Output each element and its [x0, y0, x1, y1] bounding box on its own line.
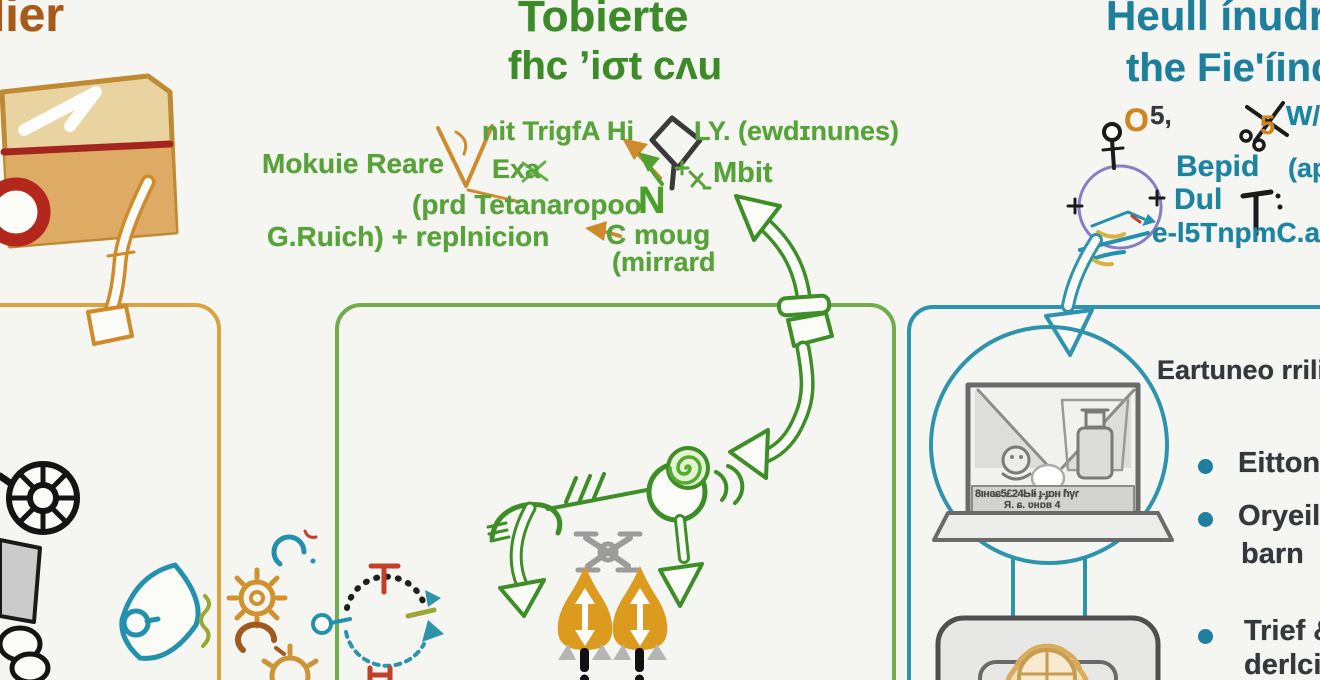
bullet-3-line2: derlcin	[1244, 649, 1320, 680]
annotation-dul: Dul	[1174, 183, 1223, 216]
bulb-left	[557, 566, 613, 680]
annotation-o: O	[1124, 102, 1149, 138]
list-heading: Eartuneo rrili	[1157, 355, 1320, 385]
bullet-dot-2	[1198, 512, 1213, 527]
annotation-prd-tetanaropoo: (prd Tetanaropoo	[412, 189, 642, 220]
black-diamond-icon	[649, 115, 703, 191]
right-title-line2: the Fie'íind	[1126, 46, 1320, 90]
annotation-ly-ewdnunes: LY. (ewdɪnunes)	[694, 116, 899, 146]
drone-icon	[573, 531, 643, 573]
bullet-dot-1	[1198, 459, 1213, 474]
annotation-scissors-5: 5	[1260, 110, 1276, 140]
annotation-mirrard: (mirrard	[612, 247, 716, 277]
stick-figure-icon	[1101, 122, 1125, 170]
bullet-3-line1: Trief &	[1244, 615, 1320, 647]
right-column-box	[907, 305, 1320, 680]
gear-icon-bottom	[261, 643, 319, 680]
annotation-gruich-replnicion: G.Ruich) + replnicion	[267, 221, 550, 252]
annotation-cmoug: C moug	[606, 219, 711, 250]
orange-funnel-icon	[436, 124, 518, 203]
left-panel-title: lier	[0, 0, 65, 42]
green-pipe-arrow	[728, 194, 834, 480]
center-title-line2: fhc ʼiσt cʌu	[508, 44, 723, 88]
up-left-arrow-green	[638, 152, 664, 186]
annotation-mbit: Mbit	[713, 157, 773, 189]
mbit-prefix-glyph	[674, 160, 712, 190]
horseshoe-icon	[235, 621, 286, 656]
annotation-exa: Exa	[492, 154, 541, 184]
laptop-caption-line2: Я. ɕ. ʋʜɒв 4	[1004, 500, 1061, 511]
center-column-box	[335, 303, 896, 680]
annotation-ap: (ap	[1288, 153, 1320, 183]
bulb-right	[612, 566, 668, 680]
green-arm-sketch	[486, 446, 745, 618]
annotation-mokuie: Mokuie Reare	[262, 148, 445, 179]
right-title-line1: Heull ínudro	[1106, 0, 1320, 39]
robot-gear-figure	[0, 461, 80, 680]
annotation-f: 5,	[1150, 100, 1172, 130]
laptop-circle-illustration	[929, 325, 1174, 565]
green-squiggle	[199, 594, 211, 648]
annotation-n: N	[638, 180, 666, 222]
carton-illustration	[0, 73, 179, 249]
left-arrow-orange	[585, 221, 622, 241]
gear-icon-top	[226, 567, 288, 629]
laptop-caption-line1: 8ıнɞɕ5£24Ыɨ ɟ-ɟɒʜ ɦγɾ	[975, 488, 1079, 500]
center-title-line1: Tobierte	[518, 0, 689, 41]
teal-lens-icon	[119, 562, 201, 661]
annotation-bepid: Bepid	[1176, 150, 1260, 183]
bullet-2-line2: barn	[1241, 538, 1304, 570]
bullet-dot-3	[1198, 629, 1213, 644]
dashed-cycle-diagram	[311, 563, 444, 680]
bullet-1-line1: Eitton	[1238, 447, 1320, 479]
head-box-illustration	[935, 558, 1161, 680]
magnet-u-icon	[271, 534, 316, 567]
orange-hose	[86, 174, 156, 346]
gauge-circle-icon	[1066, 164, 1166, 250]
bullet-2-line1: Oryeil	[1238, 500, 1320, 532]
annotation-w: W/	[1286, 100, 1320, 131]
annotation-nit-trigfa: nit TrigfA Hi	[482, 116, 634, 146]
scissors-icon	[1239, 101, 1289, 152]
red-tick	[303, 529, 318, 539]
exa-scribble	[521, 160, 549, 183]
bulb-icons	[557, 566, 668, 680]
t-pin-icon	[1240, 189, 1283, 237]
annotation-email: e-l5TnpmC.aru	[1152, 217, 1320, 248]
